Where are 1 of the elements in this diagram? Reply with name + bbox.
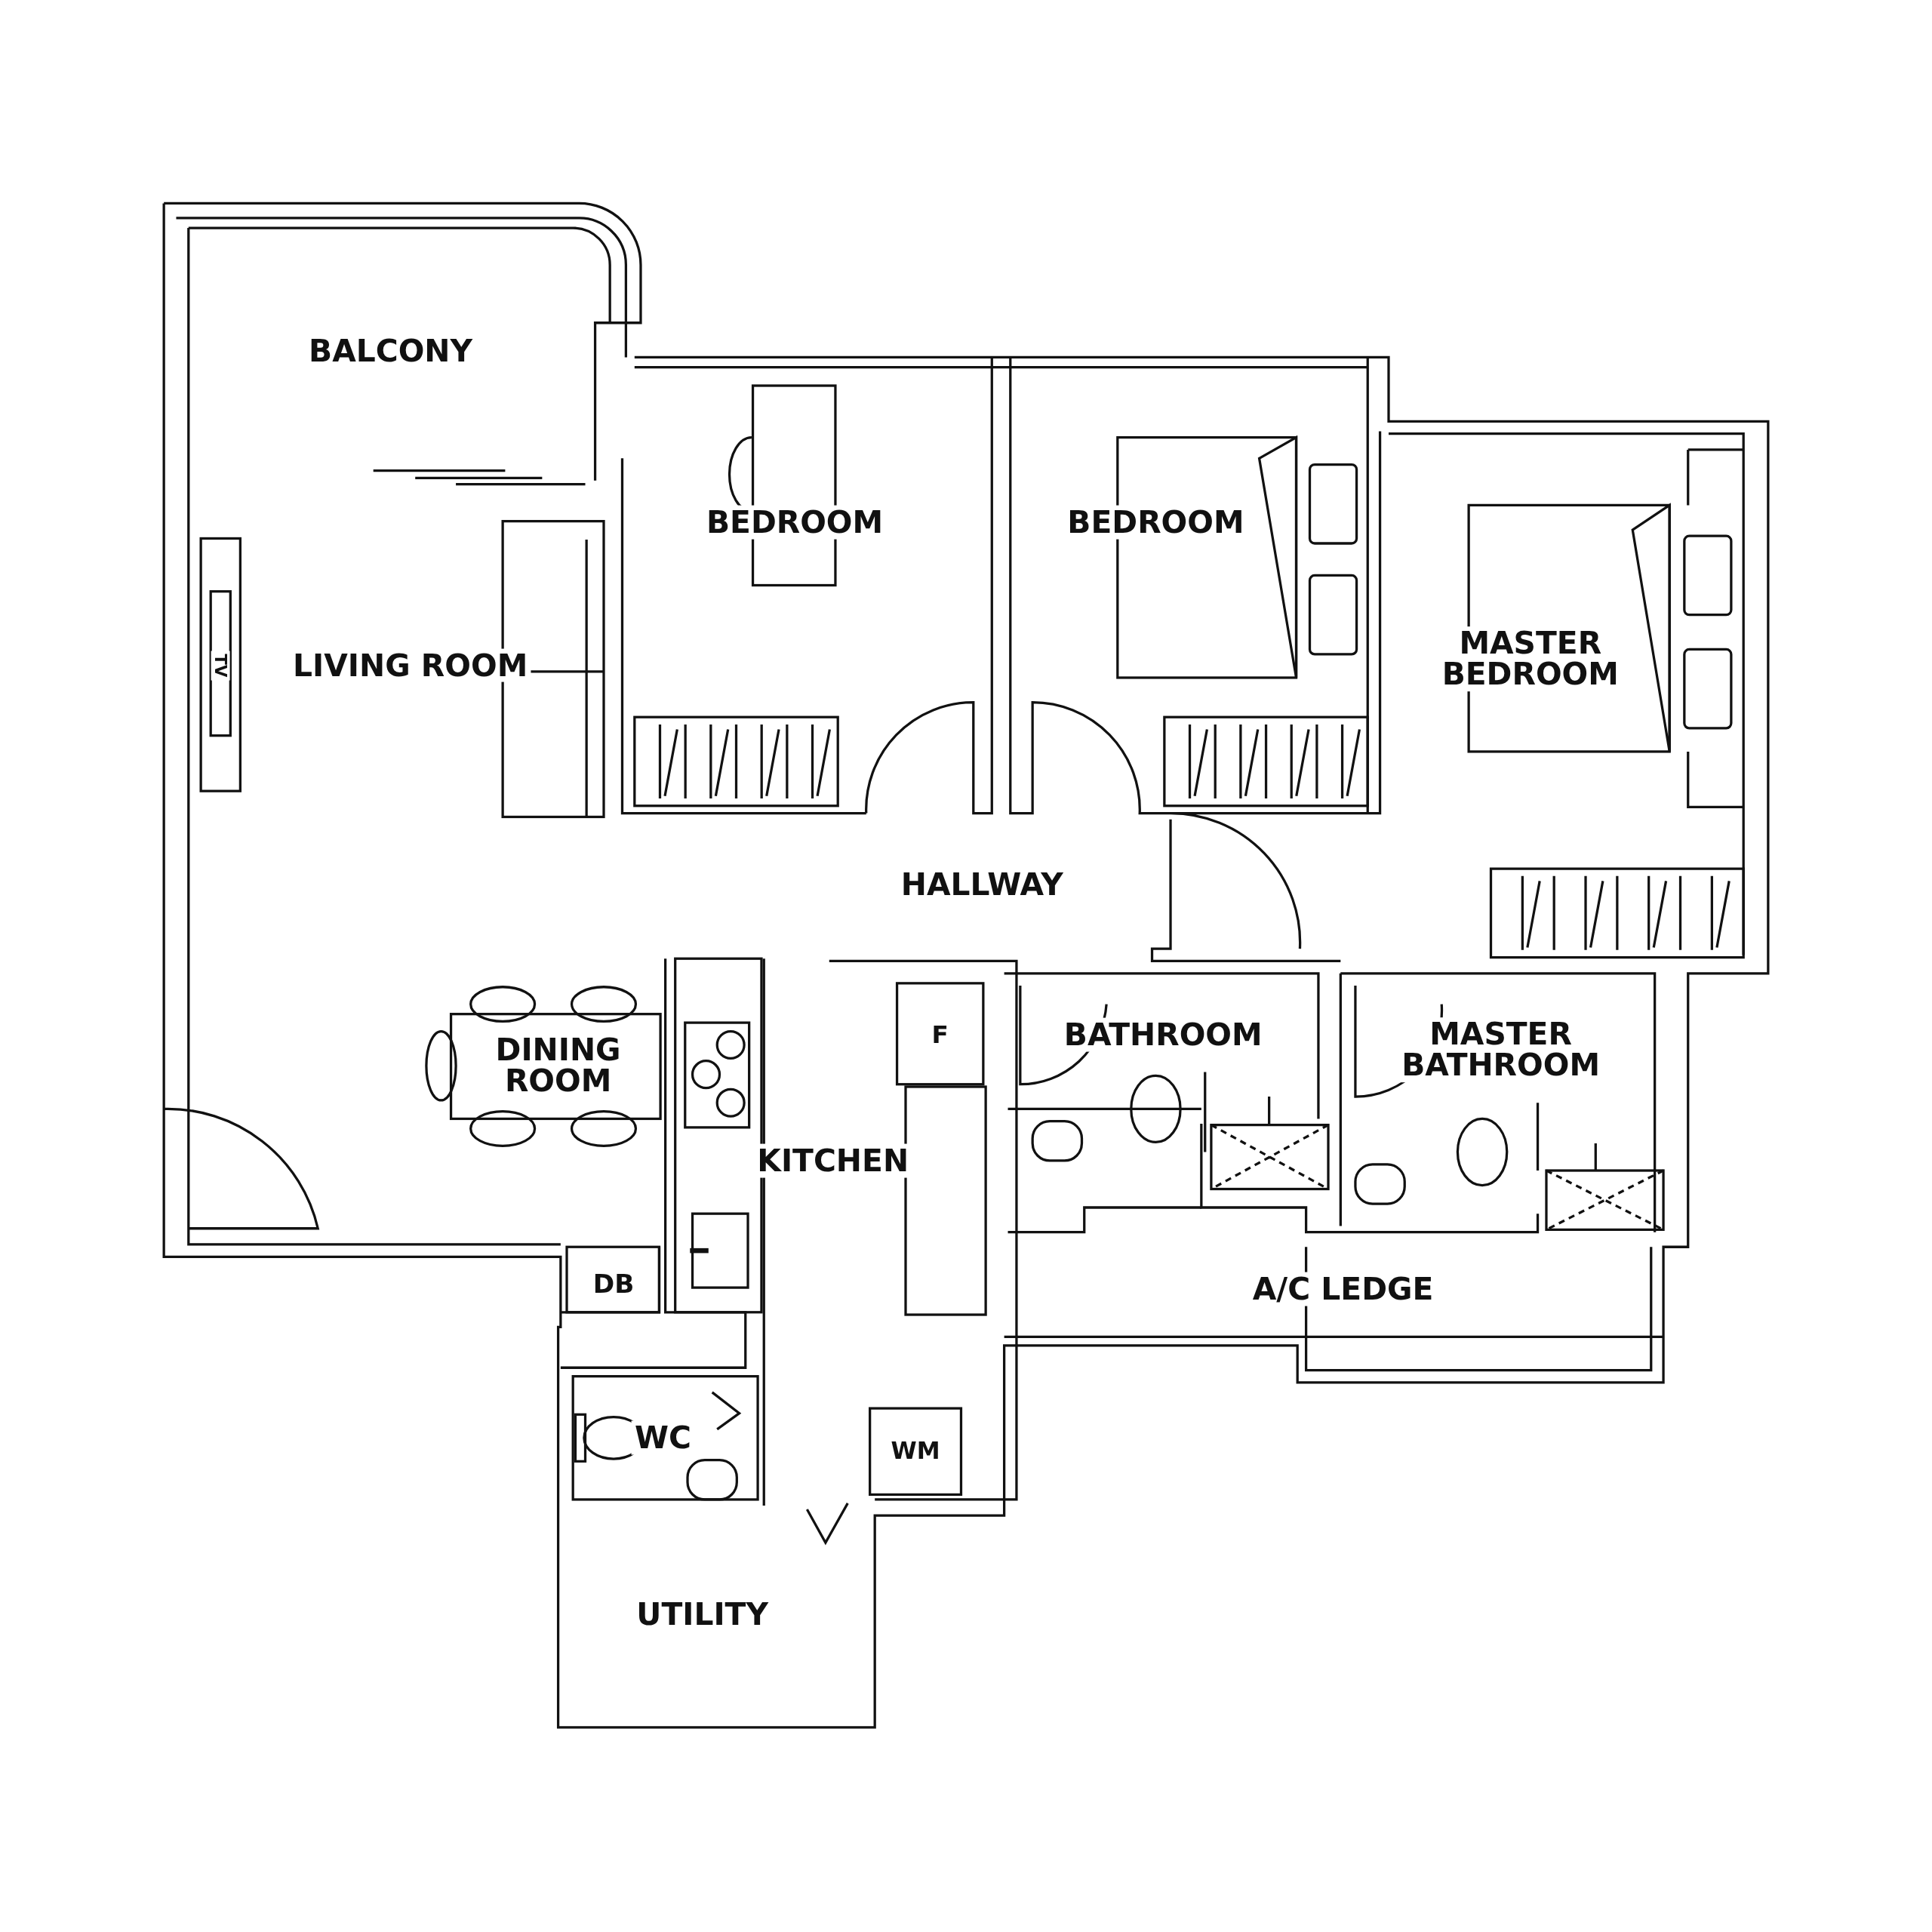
appliance-label: TV [211, 651, 230, 681]
